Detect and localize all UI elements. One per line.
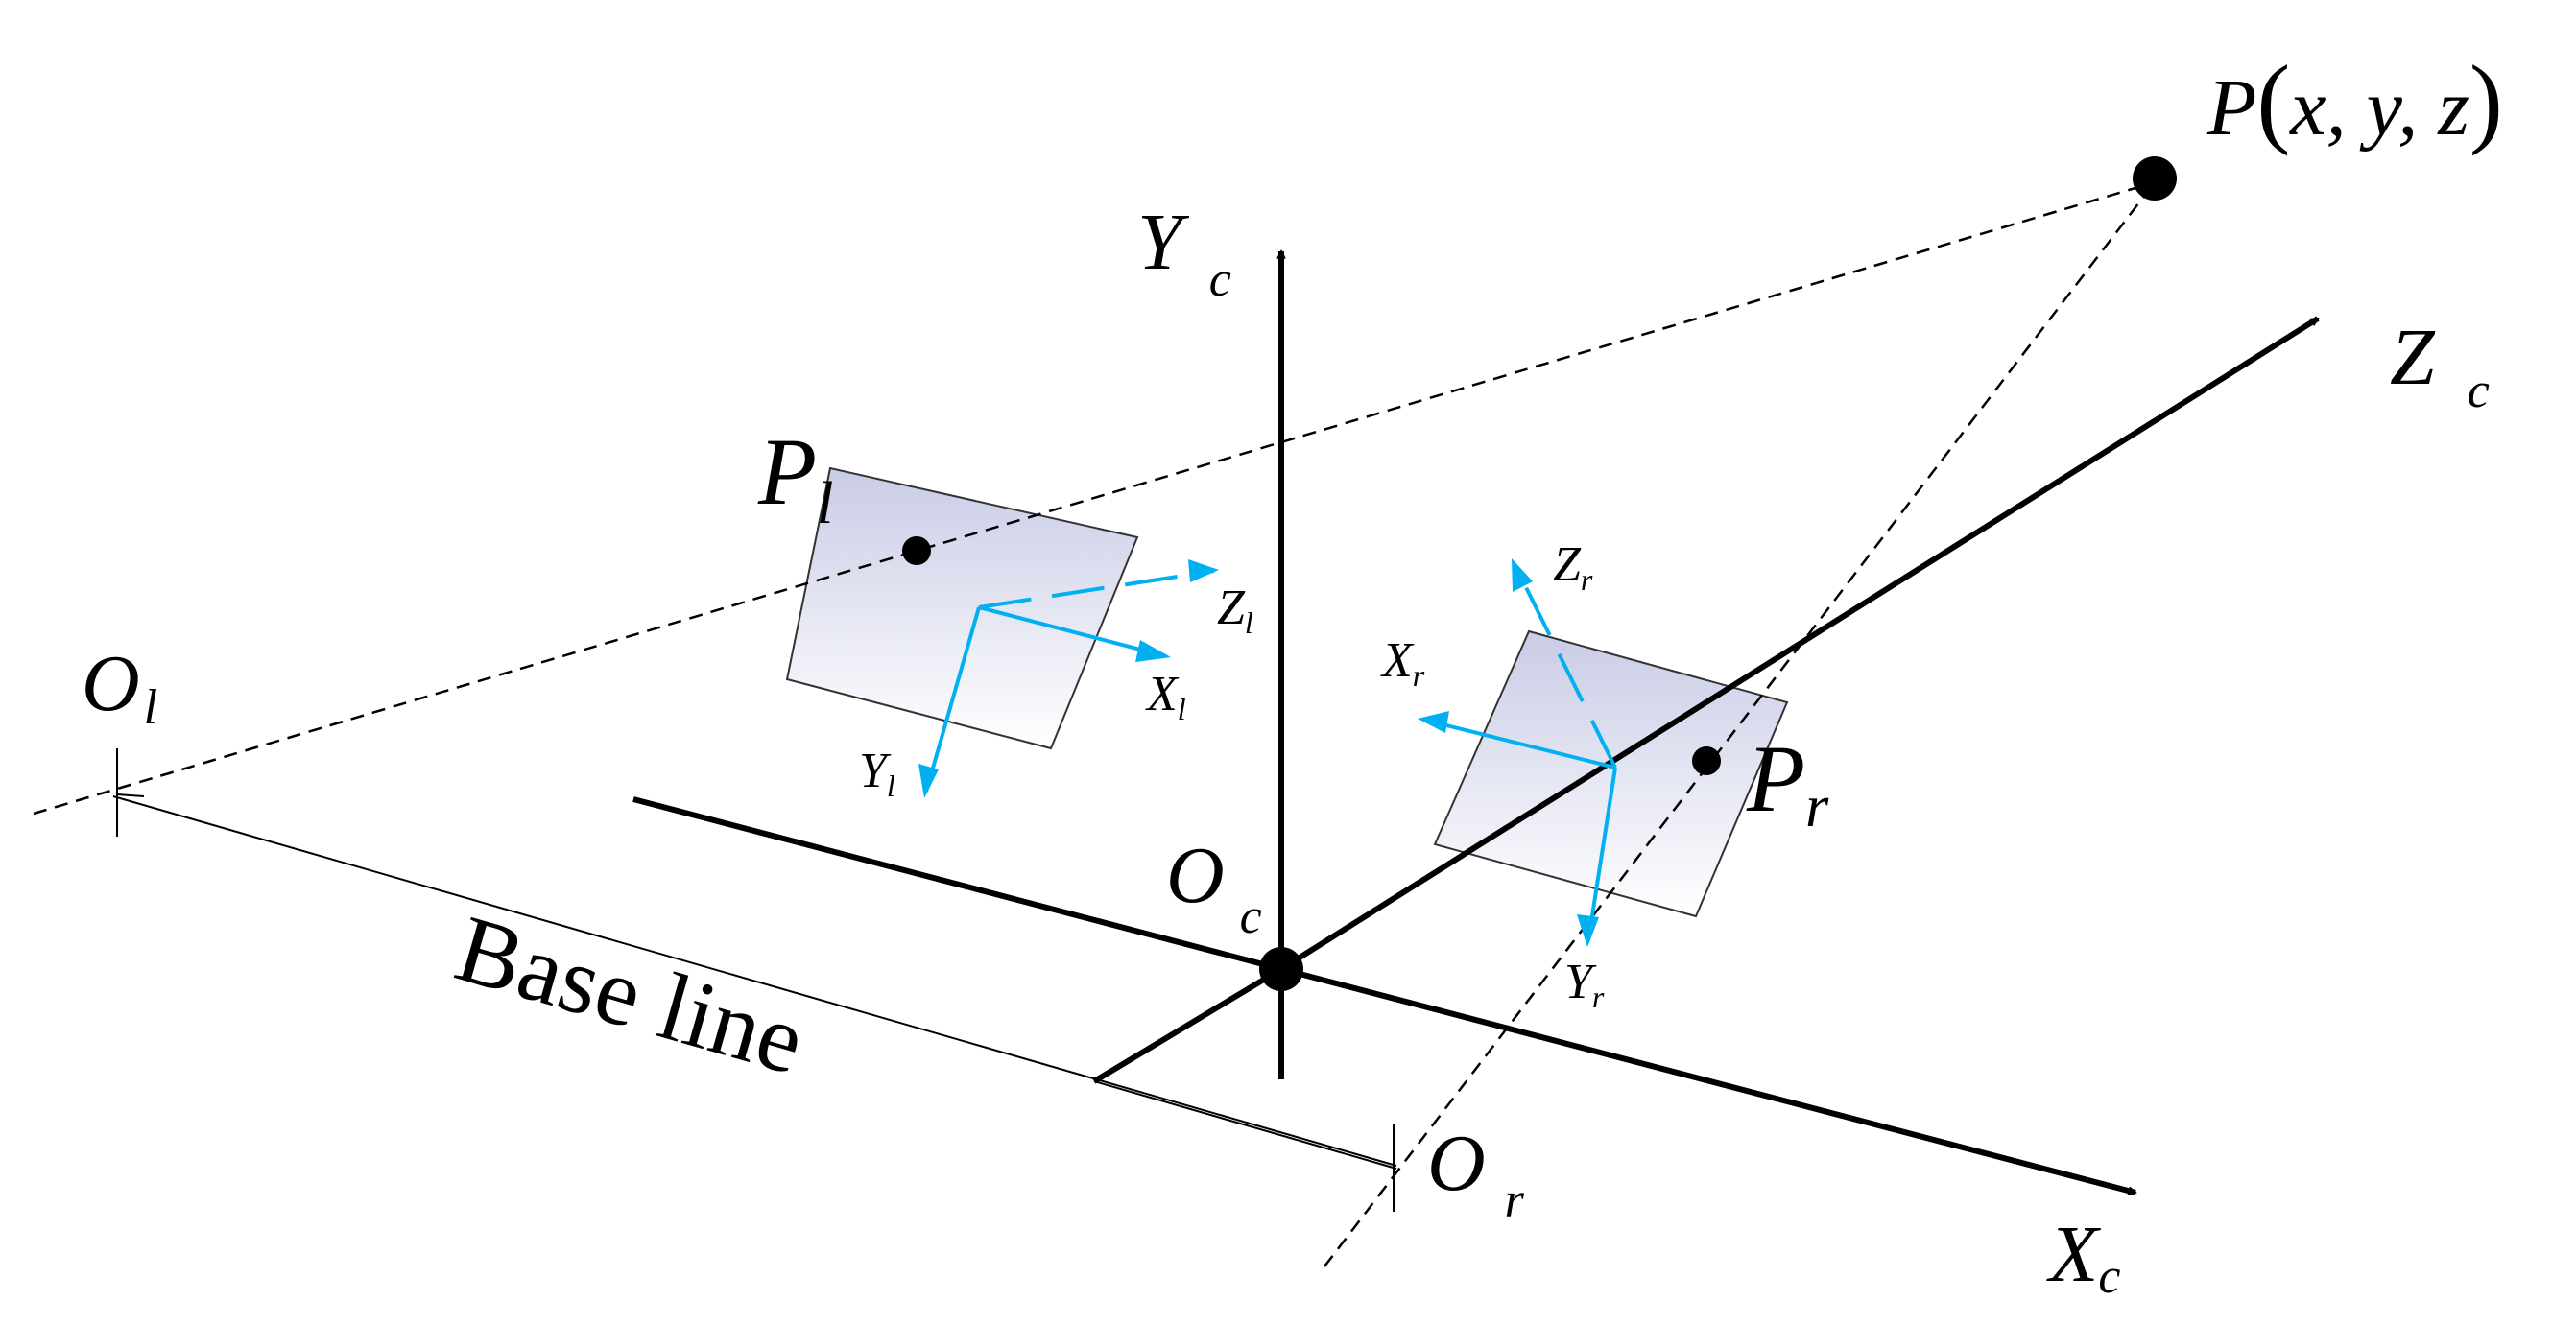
label-xc: Xc	[2046, 1210, 2120, 1304]
label-pr: Pr	[1746, 725, 1829, 840]
zc-axis-back	[1092, 966, 1283, 1084]
right-camera-y-axis	[1586, 767, 1617, 941]
point-oc	[1259, 947, 1303, 991]
baseline-line	[112, 795, 1397, 1167]
right-y-arrowhead	[1577, 914, 1599, 947]
left-projection-ray	[33, 180, 2156, 816]
left-z-arrowhead	[1188, 559, 1219, 582]
right-camera-z-axis	[1513, 563, 1617, 769]
baseline-extension-to-zc	[1093, 1080, 1397, 1170]
point-pr	[1692, 746, 1721, 775]
label-xr: Xr	[1380, 633, 1425, 693]
left-camera-z-axis	[978, 569, 1215, 609]
left-image-plane	[785, 466, 1139, 750]
point-p	[2133, 156, 2177, 201]
label-xl: Xl	[1145, 667, 1186, 726]
xc-axis-back	[632, 796, 1282, 972]
right-z-arrowhead	[1512, 558, 1533, 592]
xc-axis	[1280, 966, 2135, 1195]
label-zr: Zr	[1553, 537, 1593, 597]
left-camera-y-axis	[924, 606, 981, 793]
right-image-plane	[1433, 629, 1789, 918]
right-projection-ray	[1324, 181, 2156, 1267]
left-y-arrowhead	[918, 764, 939, 798]
label-baseline: Base line	[445, 894, 816, 1095]
left-x-arrowhead	[1135, 640, 1171, 662]
label-yl: Yl	[859, 744, 895, 803]
point-pl	[902, 536, 931, 565]
right-camera-x-axis	[1422, 718, 1616, 769]
label-pl: Pl	[757, 418, 833, 536]
label-yr: Yr	[1564, 955, 1605, 1014]
label-ol: Ol	[82, 639, 157, 735]
zc-axis	[1279, 316, 2318, 972]
left-camera-x-axis	[978, 605, 1167, 658]
label-point-p: P(x, y, z)	[2206, 44, 2503, 156]
label-zl: Zl	[1217, 580, 1253, 640]
baseline-arrowhead-start	[116, 793, 145, 797]
right-x-arrowhead	[1418, 711, 1449, 733]
